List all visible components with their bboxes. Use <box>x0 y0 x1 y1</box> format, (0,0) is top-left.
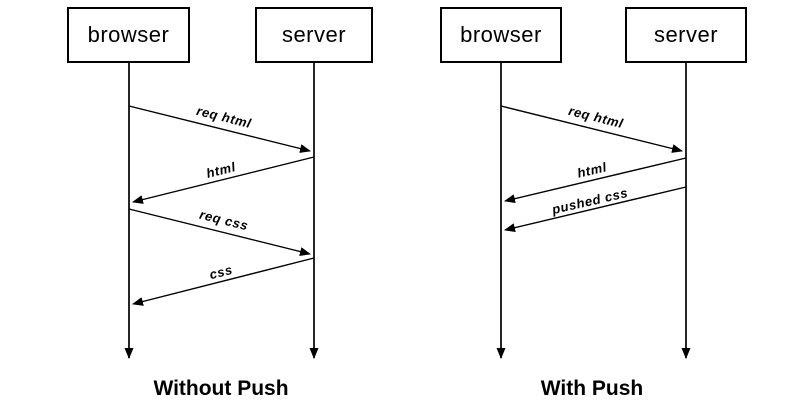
message-arrow-pushed-css-right <box>504 186 687 233</box>
diagram-title-without-push: Without Push <box>153 377 289 400</box>
actor-box-browser: browser <box>67 7 190 63</box>
actor-label-browser: browser <box>87 22 170 47</box>
actor-label-server: server <box>653 22 719 47</box>
actor-box-browser: browser <box>440 7 562 63</box>
message-arrow-req-html-left <box>128 105 311 153</box>
actor-box-server: server <box>255 7 373 63</box>
message-arrow-req-html-right <box>500 105 683 153</box>
diagram-title-with-push: With Push <box>540 377 644 400</box>
actor-box-server: server <box>625 7 747 63</box>
message-arrow-css-left <box>132 257 315 306</box>
message-arrow-html-right <box>504 157 687 204</box>
actor-label-server: server <box>281 22 347 47</box>
actor-label-browser: browser <box>460 22 542 47</box>
message-arrow-html-left <box>132 156 315 204</box>
message-arrow-req-css-left <box>128 208 311 256</box>
